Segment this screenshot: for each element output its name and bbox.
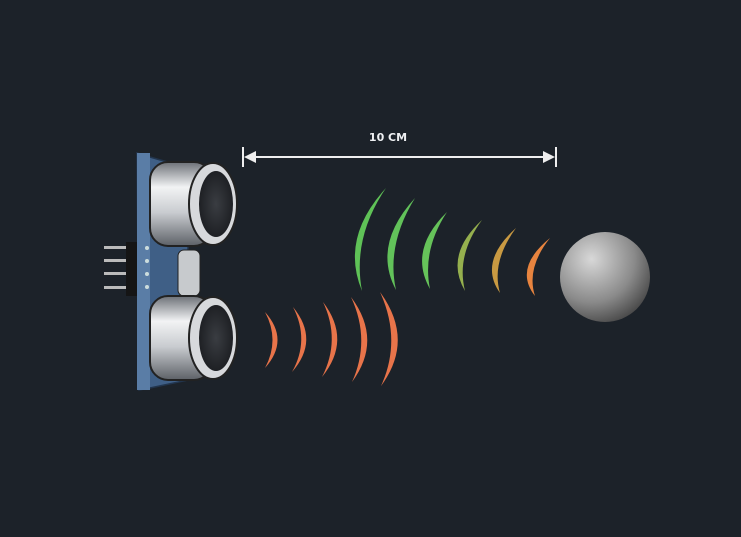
returning-wave	[491, 228, 516, 293]
emitted-wave	[322, 302, 338, 377]
returning-wave	[422, 212, 447, 289]
returning-wave	[526, 238, 550, 296]
emitted-waves	[265, 292, 398, 386]
returning-wave	[354, 188, 386, 291]
emitted-wave	[380, 292, 398, 386]
ultrasonic-sensor	[104, 151, 238, 391]
emitted-wave	[351, 297, 368, 382]
receiver	[149, 295, 238, 381]
emitted-wave	[292, 307, 307, 372]
returning-wave	[387, 198, 415, 290]
transmitter	[149, 161, 238, 247]
target-object	[560, 232, 650, 322]
header-pins	[104, 242, 138, 296]
distance-arrow	[242, 147, 557, 167]
crystal-oscillator	[177, 249, 201, 297]
returning-wave	[457, 220, 482, 291]
emitted-wave	[265, 312, 278, 368]
distance-label: 10 CM	[368, 131, 408, 144]
returning-waves	[354, 188, 550, 296]
